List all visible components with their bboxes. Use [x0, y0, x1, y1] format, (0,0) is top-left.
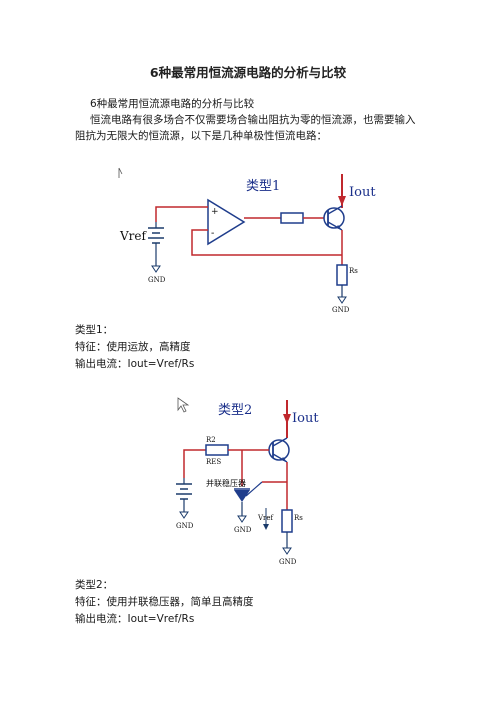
r2-value: RES [206, 458, 221, 466]
type2-heading: 类型2： [75, 579, 114, 591]
gnd-label-right-2: GND [279, 558, 297, 566]
opamp-icon [207, 198, 246, 246]
iout-arrow-icon-2 [283, 414, 291, 424]
type2-feature: 特征：使用并联稳压器，简单且高精度 [75, 596, 254, 608]
base-resistor [280, 212, 304, 224]
gnd-icon-left [151, 265, 161, 273]
rs-label-2: Rs [294, 514, 303, 522]
rs-resistor-2 [281, 509, 293, 533]
feedback-wire [191, 229, 342, 256]
intro-paragraph: 恒流电路有很多场合不仅需要场合输出阻抗为零的恒流源，也需要输入阻抗为无限大的恒流… [75, 114, 416, 142]
cursor-icon [118, 167, 123, 178]
gnd-icon-mid [237, 515, 247, 523]
type1-feature: 特征：使用运放，高精度 [75, 341, 191, 353]
rs-label: Rs [349, 267, 358, 275]
iout-label-2: Iout [292, 411, 319, 426]
r2-label: R2 [206, 436, 216, 444]
gnd-label-left-2: GND [176, 522, 194, 530]
rs-resistor [336, 264, 348, 286]
transistor-icon [323, 207, 345, 229]
circuit-figure-2: 类型2 Iout R2 RES 并联稳压器 GND Vref [162, 378, 334, 574]
cursor-icon-2 [177, 397, 190, 413]
opamp-minus: - [211, 228, 214, 239]
type2-output: 输出电流：Iout=Vref/Rs [75, 613, 195, 625]
shunt-label: 并联稳压器 [206, 478, 246, 488]
vref-label: Vref [119, 229, 148, 243]
gnd-label-right: GND [332, 306, 350, 314]
circuit-figure-1: 类型1 Iout + - Rs GND [116, 160, 381, 320]
figure1-label: 类型1 [246, 179, 280, 194]
vref-label-2: Vref [257, 514, 275, 522]
type1-heading: 类型1： [75, 324, 114, 336]
opamp-plus: + [211, 207, 219, 217]
figure2-label: 类型2 [218, 403, 252, 418]
iout-arrow-icon [338, 196, 346, 206]
gnd-icon [337, 296, 347, 304]
iout-label: Iout [349, 185, 376, 200]
vref-wire [155, 206, 208, 222]
type1-output: 输出电流：Iout=Vref/Rs [75, 358, 195, 370]
gnd-icon-right-2 [282, 547, 292, 555]
r2-resistor [205, 444, 229, 456]
subtitle: 6种最常用恒流源电路的分析与比较 [90, 98, 255, 110]
shunt-regulator-icon [234, 490, 250, 502]
gnd-icon-left-2 [179, 511, 189, 519]
gnd-label-mid: GND [234, 526, 252, 534]
gnd-label-left: GND [148, 276, 166, 284]
page-title: 6种最常用恒流源电路的分析与比较 [149, 65, 347, 80]
